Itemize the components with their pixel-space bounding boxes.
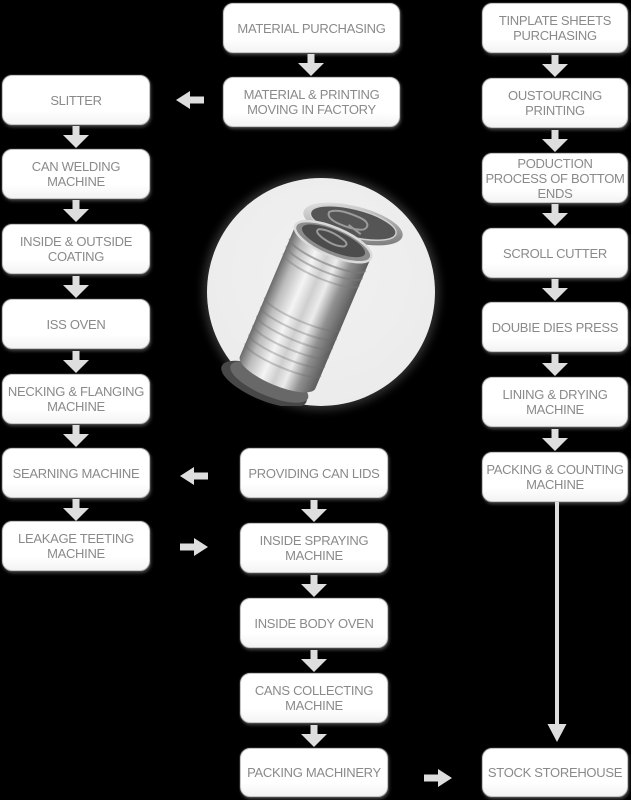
box-label: SLITTER	[50, 92, 102, 108]
flow-box-can-welding-machine: CAN WELDING MACHINE	[2, 149, 150, 199]
box-label: MATERIAL PURCHASING	[237, 20, 386, 36]
arrow-down-icon	[301, 725, 327, 747]
flow-box-stock-storehouse: STOCK STOREHOUSE	[482, 748, 628, 797]
box-label: PROVIDING CAN LIDS	[248, 465, 380, 481]
box-label: SEARNING MACHINE	[12, 465, 140, 481]
flow-box-searning-machine: SEARNING MACHINE	[2, 448, 150, 498]
box-label: CANS COLLECTING MACHINE	[254, 683, 374, 713]
arrow-down-icon	[301, 650, 327, 672]
box-label: PACKING MACHINERY	[247, 765, 381, 780]
flow-box-packing-counting-machine: PACKING & COUNTING MACHINE	[482, 452, 628, 502]
flow-box-poduction-process-bottom-ends: PODUCTION PROCESS OF BOTTOM ENDS	[482, 153, 628, 203]
box-label: LEAKAGE TEETING MACHINE	[18, 531, 134, 561]
box-label: ISS OVEN	[46, 316, 106, 332]
box-label: NECKING & FLANGING MACHINE	[7, 384, 145, 414]
arrow-down-icon	[542, 204, 568, 226]
flow-box-leakage-teeting-machine: LEAKAGE TEETING MACHINE	[2, 521, 150, 571]
center-circle-badge	[207, 178, 435, 408]
box-label: SCROLL CUTTER	[503, 245, 607, 261]
box-label: INSIDE BODY OVEN	[254, 615, 374, 631]
flow-box-doubie-dies-press: DOUBIE DIES PRESS	[482, 302, 628, 352]
arrow-down-icon	[301, 575, 327, 597]
box-label: MATERIAL & PRINTING MOVING IN FACTORY	[243, 87, 380, 117]
flow-box-inside-spraying-machine: INSIDE SPRAYING MACHINE	[240, 523, 388, 573]
arrow-left-icon	[180, 467, 208, 485]
arrow-down-icon	[542, 354, 568, 376]
flow-box-inside-outside-coating: INSIDE & OUTSIDE COATING	[2, 224, 150, 274]
arrow-down-icon	[63, 351, 89, 373]
arrow-down-icon	[63, 425, 89, 447]
flow-box-iss-oven: ISS OVEN	[2, 299, 150, 349]
flow-box-necking-flanging-machine: NECKING & FLANGING MACHINE	[2, 374, 150, 424]
arrow-down-icon	[298, 54, 324, 76]
arrow-down-icon	[63, 126, 89, 148]
flow-box-slitter: SLITTER	[2, 75, 150, 125]
arrow-down-icon	[542, 429, 568, 451]
tin-can-image	[221, 202, 403, 408]
box-label: PODUCTION PROCESS OF BOTTOM ENDS	[485, 155, 625, 201]
flow-box-inside-body-oven: INSIDE BODY OVEN	[240, 598, 388, 648]
flow-box-material-purchasing: MATERIAL PURCHASING	[223, 3, 400, 53]
arrow-down-icon	[63, 276, 89, 298]
arrow-right-icon	[180, 538, 208, 556]
box-label: LINING & DRYING MACHINE	[502, 387, 608, 417]
flow-box-cans-collecting-machine: CANS COLLECTING MACHINE	[240, 673, 388, 723]
arrow-down-icon	[63, 200, 89, 222]
flow-box-oustourcing-printing: OUSTOURCING PRINTING	[482, 78, 628, 128]
arrow-down-long-icon	[547, 502, 567, 742]
arrow-down-icon	[542, 55, 568, 77]
arrow-left-icon	[176, 91, 204, 109]
arrow-down-icon	[301, 500, 327, 522]
arrow-right-icon	[424, 769, 452, 787]
box-label: OUSTOURCING PRINTING	[508, 88, 602, 118]
box-label: DOUBIE DIES PRESS	[491, 319, 619, 335]
box-label: STOCK STOREHOUSE	[487, 765, 623, 780]
box-label: INSIDE & OUTSIDE COATING	[19, 234, 133, 264]
flow-box-packing-machinery: PACKING MACHINERY	[240, 748, 388, 797]
box-label: CAN WELDING MACHINE	[31, 159, 121, 189]
arrow-down-icon	[542, 279, 568, 301]
arrow-down-icon	[63, 499, 89, 521]
flow-box-providing-can-lids: PROVIDING CAN LIDS	[240, 448, 388, 498]
flow-box-lining-drying-machine: LINING & DRYING MACHINE	[482, 377, 628, 427]
flow-box-tinplate-sheets-purchasing: TINPLATE SHEETS PURCHASING	[482, 3, 628, 53]
box-label: TINPLATE SHEETS PURCHASING	[498, 13, 612, 43]
arrow-down-icon	[542, 130, 568, 152]
flow-box-scroll-cutter: SCROLL CUTTER	[482, 228, 628, 278]
box-label: INSIDE SPRAYING MACHINE	[259, 533, 369, 563]
box-label: PACKING & COUNTING MACHINE	[486, 462, 624, 492]
flow-box-material-printing-moving: MATERIAL & PRINTING MOVING IN FACTORY	[223, 77, 400, 127]
